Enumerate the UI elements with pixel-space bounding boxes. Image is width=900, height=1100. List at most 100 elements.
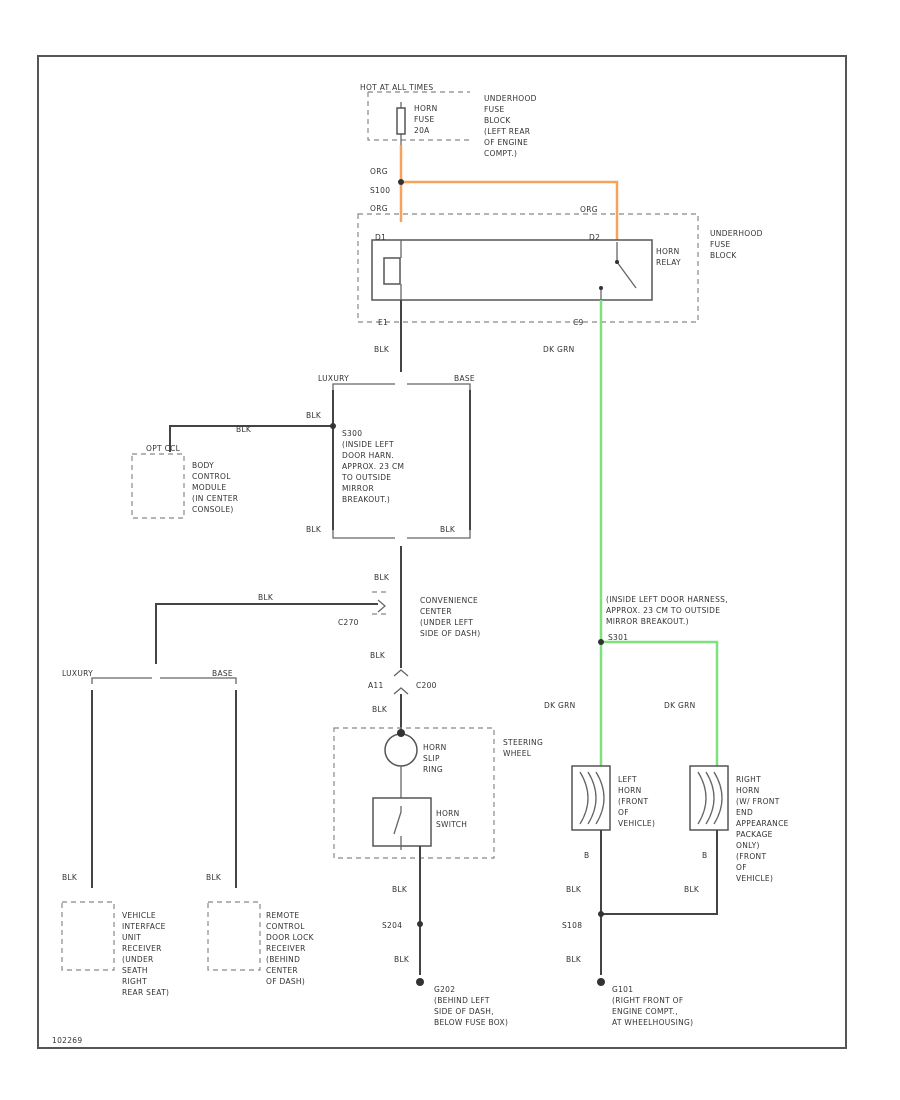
svg-text:APPROX. 23 CM: APPROX. 23 CM (342, 462, 404, 471)
svg-text:BLK: BLK (684, 885, 700, 894)
svg-text:DK GRN: DK GRN (543, 345, 575, 354)
svg-text:BLK: BLK (566, 955, 582, 964)
svg-text:BLOCK: BLOCK (484, 116, 511, 125)
horn-relay-label: HORN (656, 247, 680, 256)
svg-text:(BEHIND: (BEHIND (266, 955, 300, 964)
svg-text:D1: D1 (375, 233, 386, 242)
svg-text:SWITCH: SWITCH (436, 820, 467, 829)
svg-text:VEHICLE: VEHICLE (122, 911, 156, 920)
horn-slip-ring-label: HORN (423, 743, 447, 752)
underhood-fuse-block-label: UNDERHOOD (484, 94, 537, 103)
svg-text:(UNDER LEFT: (UNDER LEFT (420, 618, 473, 627)
svg-text:DOOR HARN.: DOOR HARN. (342, 451, 394, 460)
splice-s300-note: S300 (INSIDE LEFT DOOR HARN. APPROX. 23 … (341, 429, 404, 504)
ground-g101 (597, 978, 605, 986)
diagram-frame (37, 55, 847, 1049)
svg-text:ORG: ORG (580, 205, 598, 214)
svg-text:VEHICLE): VEHICLE) (618, 819, 655, 828)
svg-text:SIDE OF DASH,: SIDE OF DASH, (434, 1007, 494, 1016)
luxury-base-split-2: LUXURY BASE (62, 669, 237, 888)
svg-text:OF: OF (736, 863, 747, 872)
svg-text:S300: S300 (342, 429, 362, 438)
svg-text:VEHICLE): VEHICLE) (736, 874, 773, 883)
svg-text:D2: D2 (589, 233, 600, 242)
svg-text:MODULE: MODULE (192, 483, 226, 492)
steering-wheel: STEERING WHEEL HORN SLIP RING HORN SWITC… (333, 727, 543, 859)
svg-text:END: END (736, 808, 753, 817)
svg-text:CONVENIENCE: CONVENIENCE (420, 596, 478, 605)
svg-text:MIRROR: MIRROR (342, 484, 374, 493)
svg-text:REMOTE: REMOTE (266, 911, 299, 920)
svg-text:OPT CCL: OPT CCL (146, 444, 181, 453)
svg-text:HORN: HORN (736, 786, 760, 795)
svg-text:BLK: BLK (258, 593, 274, 602)
remote-control-door-lock-receiver: REMOTE CONTROL DOOR LOCK RECEIVER (BEHIN… (207, 901, 315, 986)
svg-text:RIGHT: RIGHT (122, 977, 147, 986)
svg-text:CENTER: CENTER (266, 966, 298, 975)
svg-text:WHEEL: WHEEL (503, 749, 532, 758)
connector-c270-label: C270 (338, 618, 359, 627)
svg-text:SIDE OF DASH): SIDE OF DASH) (420, 629, 480, 638)
svg-text:ENGINE COMPT.,: ENGINE COMPT., (612, 1007, 678, 1016)
svg-text:COMPT.): COMPT.) (484, 149, 517, 158)
convenience-center: CONVENIENCE CENTER (UNDER LEFT SIDE OF D… (338, 591, 480, 638)
svg-text:(RIGHT FRONT OF: (RIGHT FRONT OF (612, 996, 684, 1005)
svg-text:B: B (584, 851, 589, 860)
svg-text:BLK: BLK (306, 411, 322, 420)
svg-text:RELAY: RELAY (656, 258, 681, 267)
blk-wire-right-horn-ground (601, 830, 718, 915)
blk-wire-bcm (169, 425, 333, 452)
svg-text:UNIT: UNIT (122, 933, 141, 942)
svg-text:RING: RING (423, 765, 443, 774)
svg-text:DK GRN: DK GRN (664, 701, 696, 710)
svg-text:RECEIVER: RECEIVER (266, 944, 306, 953)
svg-text:RIGHT: RIGHT (736, 775, 761, 784)
svg-text:BLK: BLK (566, 885, 582, 894)
svg-text:OF DASH): OF DASH) (266, 977, 305, 986)
svg-text:LUXURY: LUXURY (318, 374, 349, 383)
svg-text:TO OUTSIDE: TO OUTSIDE (341, 473, 391, 482)
svg-text:(INSIDE LEFT DOOR HARNESS,: (INSIDE LEFT DOOR HARNESS, (606, 595, 728, 604)
svg-text:BLOCK: BLOCK (710, 251, 737, 260)
splice-s204-label: S204 (382, 921, 402, 930)
splice-s301-label: S301 (608, 633, 628, 642)
right-horn: RIGHT HORN (W/ FRONT END APPEARANCE PACK… (689, 765, 788, 883)
svg-text:BLK: BLK (372, 705, 388, 714)
svg-text:FUSE: FUSE (710, 240, 731, 249)
luxury-base-split-1: LUXURY BASE (318, 374, 475, 530)
svg-text:LUXURY: LUXURY (62, 669, 93, 678)
svg-text:OF: OF (618, 808, 629, 817)
splice-s100 (398, 179, 404, 185)
svg-text:REAR SEAT): REAR SEAT) (122, 988, 169, 997)
svg-text:BREAKOUT.): BREAKOUT.) (342, 495, 390, 504)
svg-text:BLK: BLK (370, 651, 386, 660)
connector-c200: A11 C200 (368, 669, 437, 695)
svg-text:BLK: BLK (392, 885, 408, 894)
harness-merge (332, 530, 471, 539)
svg-text:(INSIDE LEFT: (INSIDE LEFT (342, 440, 394, 449)
svg-text:(UNDER: (UNDER (122, 955, 154, 964)
svg-text:BLK: BLK (374, 573, 390, 582)
svg-text:(LEFT REAR: (LEFT REAR (484, 127, 530, 136)
svg-text:BLK: BLK (394, 955, 410, 964)
svg-text:BASE: BASE (212, 669, 233, 678)
svg-text:DOOR LOCK: DOOR LOCK (266, 933, 315, 942)
svg-text:CENTER: CENTER (420, 607, 452, 616)
svg-text:BASE: BASE (454, 374, 475, 383)
left-horn: LEFT HORN (FRONT OF VEHICLE) B (571, 765, 655, 860)
svg-text:(W/ FRONT: (W/ FRONT (736, 797, 780, 806)
org-wire-to-relay (401, 180, 619, 242)
horn-switch-label: HORN (436, 809, 460, 818)
svg-text:BLK: BLK (374, 345, 390, 354)
svg-text:BLK: BLK (306, 525, 322, 534)
splice-s108-label: S108 (562, 921, 582, 930)
svg-text:BLK: BLK (62, 873, 78, 882)
svg-text:LEFT: LEFT (618, 775, 637, 784)
figure-id: 102269 (52, 1036, 82, 1045)
svg-text:C200: C200 (416, 681, 437, 690)
svg-text:BLK: BLK (236, 425, 252, 434)
svg-text:ORG: ORG (370, 204, 388, 213)
svg-text:SLIP: SLIP (423, 754, 440, 763)
splice-s301 (598, 639, 604, 645)
